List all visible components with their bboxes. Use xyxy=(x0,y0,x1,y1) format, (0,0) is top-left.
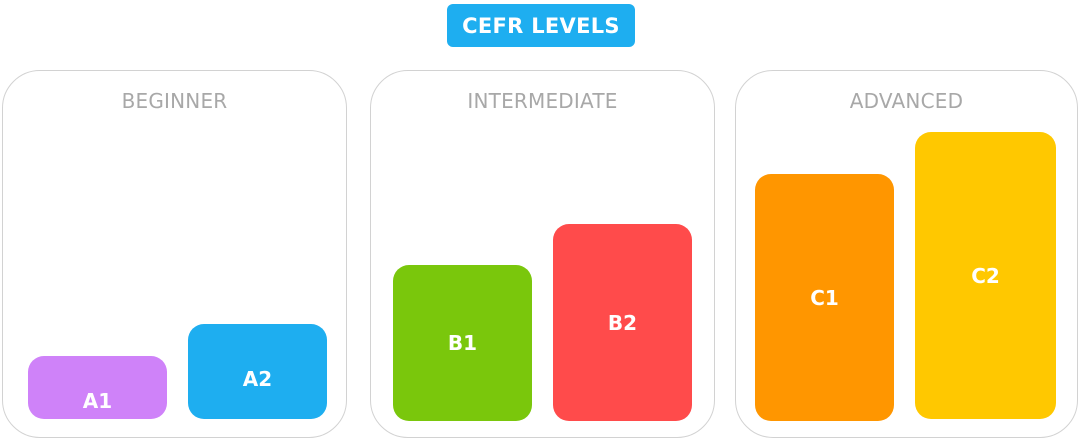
group-label-advanced: ADVANCED xyxy=(849,89,964,113)
level-block-a1: A1 xyxy=(28,356,167,419)
level-label-b2: B2 xyxy=(607,310,638,335)
level-label-c1: C1 xyxy=(810,285,839,310)
level-block-c2: C2 xyxy=(915,132,1056,419)
group-label-intermediate: INTERMEDIATE xyxy=(467,89,618,113)
level-label-c2: C2 xyxy=(971,263,1000,288)
group-label-beginner: BEGINNER xyxy=(121,89,228,113)
level-block-b1: B1 xyxy=(393,265,532,421)
level-label-b1: B1 xyxy=(447,331,478,355)
title-badge: CEFR LEVELS xyxy=(447,4,635,47)
level-block-a2: A2 xyxy=(188,324,327,419)
level-block-c1: C1 xyxy=(755,174,894,421)
level-label-a2: A2 xyxy=(242,366,273,391)
level-block-b2: B2 xyxy=(553,224,692,421)
level-label-a1: A1 xyxy=(82,388,113,413)
title-text: CEFR LEVELS xyxy=(462,13,620,38)
